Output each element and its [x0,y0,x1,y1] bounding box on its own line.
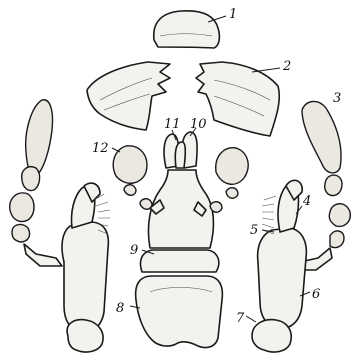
labrum-part [154,11,220,48]
label-2: 2 [282,59,291,74]
label-6: 6 [312,287,320,302]
label-8: 8 [116,301,124,316]
mandible-right [196,62,279,136]
label-5: 5 [250,223,258,238]
mandible-left [87,62,170,130]
maxilla-left [62,183,110,352]
label-12: 12 [92,141,109,156]
label-11: 11 [164,117,181,132]
leader-7 [246,316,256,322]
label-10: 10 [190,117,207,132]
label-3: 3 [333,91,341,106]
maxillary-palp-left [10,100,62,266]
label-4: 4 [302,194,311,209]
label-9: 9 [130,243,138,258]
labium [113,132,248,348]
label-1: 1 [229,7,237,22]
label-7: 7 [236,311,245,326]
maxilla-right [252,180,306,352]
